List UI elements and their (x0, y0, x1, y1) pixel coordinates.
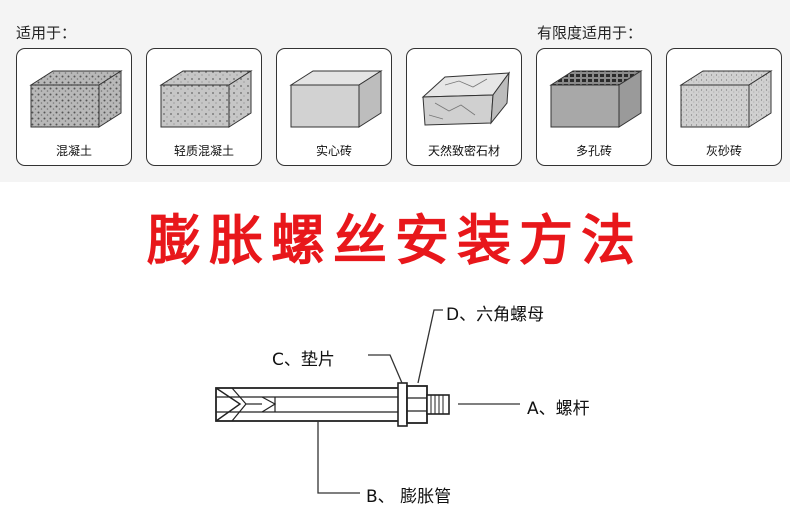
material-card-lightweight-concrete: 轻质混凝土 (146, 48, 262, 166)
hex-nut-icon (406, 385, 428, 424)
washer-icon (397, 382, 408, 427)
perforated-brick-icon (549, 70, 643, 128)
limited-applicable-heading: 有限度适用于： (537, 24, 643, 42)
concrete-block-icon (29, 70, 123, 128)
solid-brick-icon (289, 70, 383, 128)
leader-line-c (368, 354, 403, 384)
material-label: 多孔砖 (575, 144, 612, 158)
material-card-sand-lime-brick: 灰砂砖 (666, 48, 782, 166)
sand-lime-brick-icon (679, 70, 773, 128)
lightweight-concrete-block-icon (159, 70, 253, 128)
material-label: 轻质混凝土 (173, 144, 234, 158)
material-label: 天然致密石材 (427, 144, 500, 158)
material-card-perforated-brick: 多孔砖 (536, 48, 652, 166)
part-label-washer: C、垫片 (272, 350, 335, 370)
page-title: 膨胀螺丝安装方法 (147, 208, 643, 272)
material-label: 实心砖 (315, 144, 352, 158)
part-label-threaded-rod: A、螺杆 (527, 399, 590, 419)
part-label-hex-nut: D、六角螺母 (446, 305, 545, 325)
material-card-solid-brick: 实心砖 (276, 48, 392, 166)
material-card-natural-stone: 天然致密石材 (406, 48, 522, 166)
applicable-heading: 适用于： (16, 24, 77, 42)
natural-stone-icon (421, 71, 511, 126)
material-label: 灰砂砖 (705, 144, 742, 158)
leader-line-b (317, 421, 360, 494)
leader-line-d (417, 309, 443, 384)
material-label: 混凝土 (55, 144, 92, 158)
material-card-concrete: 混凝土 (16, 48, 132, 166)
threaded-rod-icon (426, 394, 450, 415)
expansion-bolt-diagram (215, 309, 520, 494)
part-label-expansion-sleeve: B、 膨胀管 (366, 487, 452, 507)
expansion-sleeve-icon (215, 387, 407, 422)
